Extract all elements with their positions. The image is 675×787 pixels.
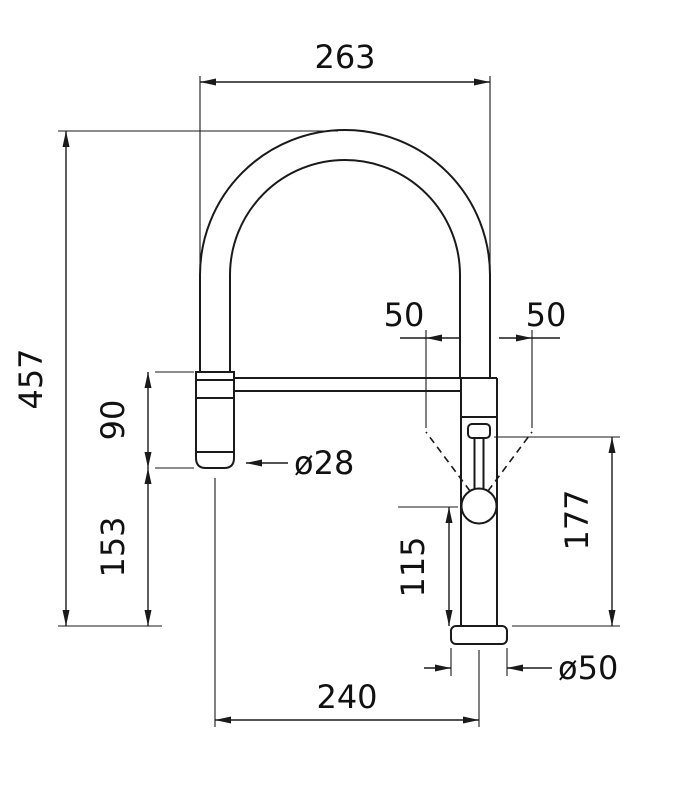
dim-label-overall-height: 457 (12, 348, 50, 409)
lever-swing-right-dashed (487, 431, 533, 492)
dim-label-lever-swing-left: 50 (384, 296, 425, 334)
dim-label-lever-top-height: 177 (558, 489, 596, 550)
faucet-outline (195, 129, 533, 645)
dim-label-spout-reach: 240 (316, 678, 377, 716)
spout-arc-inner (229, 159, 461, 276)
dim-label-lever-swing-right: 50 (526, 296, 567, 334)
dim-label-spray-clearance: 153 (94, 516, 132, 577)
lever-rod (473, 435, 485, 493)
dim-label-ball-joint-height: 115 (394, 536, 432, 597)
spout-arc-outer (199, 129, 491, 276)
lever-swing-left-dashed (425, 431, 471, 492)
dim-label-spout-width: 263 (314, 38, 375, 76)
lever-paddle (467, 423, 491, 439)
dim-label-spray-head-diameter: ø28 (294, 444, 354, 482)
base-flange (450, 625, 508, 645)
dim-label-spray-head-length: 90 (94, 400, 132, 441)
ball-joint (460, 487, 498, 525)
spray-head (195, 371, 235, 469)
dimension-labels: 263 457 50 50 90 ø28 153 115 177 240 ø50 (12, 38, 618, 716)
dim-label-base-diameter: ø50 (558, 649, 618, 687)
extension-lines (58, 76, 620, 727)
dimension-lines (62, 78, 616, 724)
